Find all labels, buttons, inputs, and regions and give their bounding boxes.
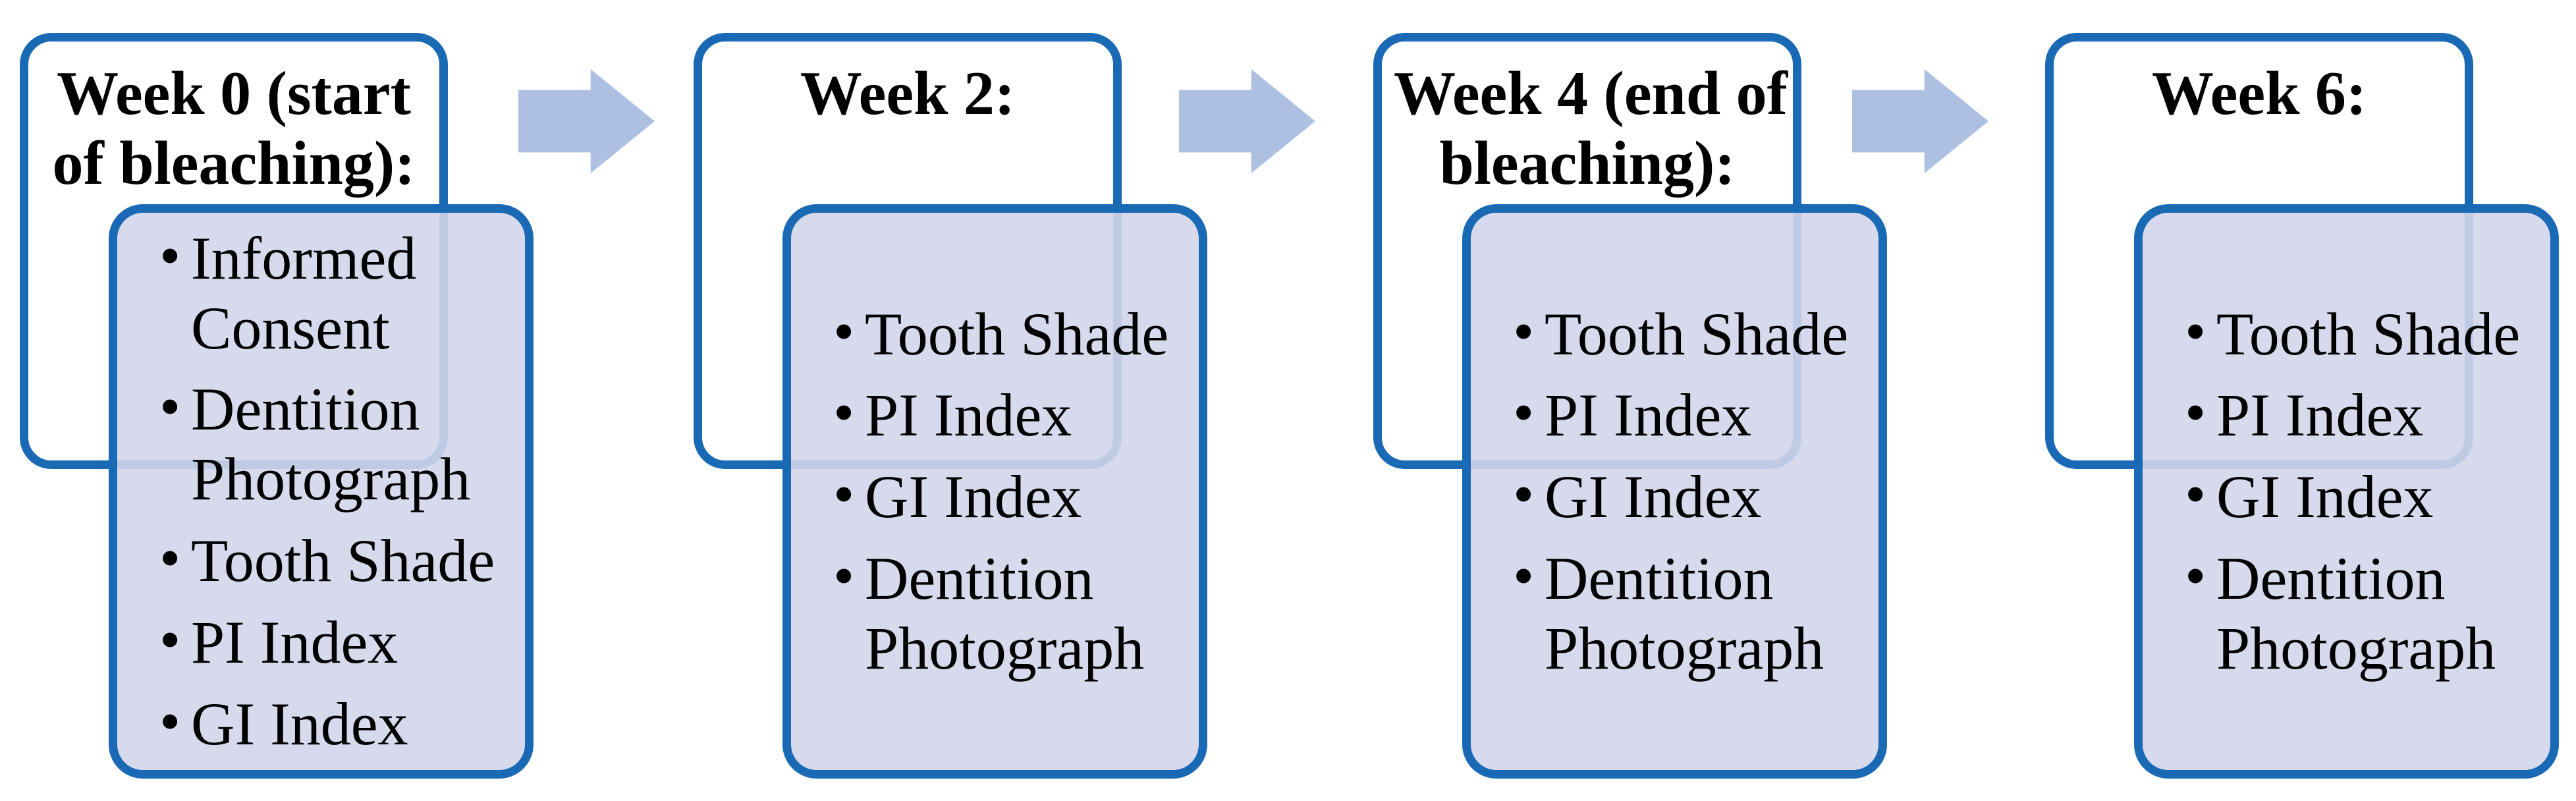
bullet-item: •Tooth Shade [1471,297,1867,370]
bullet-item: •Dentition Photograph [791,541,1187,684]
stage-title-line-1: Week 0 (start [57,59,411,128]
bullet-icon: • [159,373,181,441]
bullet-icon: • [2185,460,2206,528]
stage-title-line-1: Week 2: [800,59,1016,128]
stage-content-box: •Tooth Shade•PI Index•GI Index•Dentition… [782,204,1207,779]
stage-title: Week 6: [2066,59,2453,128]
bullet-item: •Informed Consent [117,221,513,364]
bullet-icon: • [159,605,181,673]
bullet-item: •Tooth Shade [2143,297,2538,370]
bullet-item: •GI Index [117,687,513,760]
bullet-item: •PI Index [117,605,513,678]
bullet-list: •Informed Consent•Dentition Photograph•T… [117,212,513,771]
bullet-item-text: PI Index [865,381,1072,449]
stage-title: Week 0 (start of bleaching): [40,59,427,198]
stage-title-line-2: bleaching): [1439,129,1736,198]
bullet-item-text: Dentition Photograph [2216,544,2496,682]
bullet-icon: • [2185,297,2206,365]
bullet-item-text: PI Index [2216,381,2424,449]
stage-panel: Week 2: •Tooth Shade•PI Index•GI Index•D… [694,0,1220,801]
bullet-item: •GI Index [1471,460,1867,532]
bullet-item: •Tooth Shade [791,297,1187,370]
bullet-item-text: PI Index [191,608,398,676]
bullet-icon: • [159,524,181,592]
bullet-icon: • [2185,541,2206,609]
bullet-item-text: GI Index [2216,463,2434,531]
bullet-item: •Tooth Shade [117,524,513,596]
bullet-item-text: Tooth Shade [191,526,495,594]
bullet-item-text: GI Index [191,690,408,758]
bullet-item-text: PI Index [1545,381,1752,449]
bullet-icon: • [159,687,181,755]
stage-content-box: •Informed Consent•Dentition Photograph•T… [109,204,534,779]
bullet-item-text: GI Index [865,463,1082,531]
bullet-icon: • [833,297,855,365]
bullet-icon: • [2185,379,2206,447]
stage-title: Week 2: [714,59,1101,128]
stage-panel: Week 4 (end of bleaching): •Tooth Shade•… [1373,0,1900,801]
bullet-item: •Dentition Photograph [2143,541,2538,684]
bullet-item: •GI Index [791,460,1187,532]
bullet-icon: • [1513,541,1535,609]
bullet-list: •Tooth Shade•PI Index•GI Index•Dentition… [1471,288,1867,696]
bullet-icon: • [159,221,181,289]
bullet-icon: • [833,379,855,447]
bullet-item-text: Informed Consent [191,224,417,362]
stage-content-box: •Tooth Shade•PI Index•GI Index•Dentition… [1462,204,1887,779]
bullet-list: •Tooth Shade•PI Index•GI Index•Dentition… [791,288,1187,696]
stage-panel: Week 6: •Tooth Shade•PI Index•GI Index•D… [2045,0,2572,801]
bullet-item: •PI Index [1471,379,1867,451]
stage-title-line-2: of bleaching): [52,129,416,198]
bullet-list: •Tooth Shade•PI Index•GI Index•Dentition… [2143,288,2538,696]
bullet-icon: • [833,541,855,609]
bullet-icon: • [833,460,855,528]
bullet-item: •Dentition Photograph [1471,541,1867,684]
bullet-item-text: Dentition Photograph [865,544,1145,682]
bullet-item-text: Tooth Shade [2216,300,2521,368]
bullet-icon: • [1513,297,1535,365]
stage-panel: Week 0 (start of bleaching): •Informed C… [20,0,547,801]
bullet-item: •Dentition Photograph [117,373,513,514]
bullet-item-text: GI Index [1545,463,1762,531]
bullet-item-text: Dentition Photograph [1545,544,1824,682]
bullet-item-text: Dentition Photograph [191,375,471,513]
bullet-item-text: Tooth Shade [1545,300,1849,368]
bullet-item: •GI Index [2143,460,2538,532]
stage-content-box: •Tooth Shade•PI Index•GI Index•Dentition… [2134,204,2559,779]
stage-title-line-1: Week 6: [2151,59,2367,128]
bullet-icon: • [1513,460,1535,528]
bullet-icon: • [1513,379,1535,447]
bullet-item-text: Tooth Shade [865,300,1169,368]
bullet-item: •PI Index [2143,379,2538,451]
bullet-item: •PI Index [791,379,1187,451]
stage-title-line-1: Week 4 (end of [1394,59,1788,128]
stage-title: Week 4 (end of bleaching): [1394,59,1788,198]
